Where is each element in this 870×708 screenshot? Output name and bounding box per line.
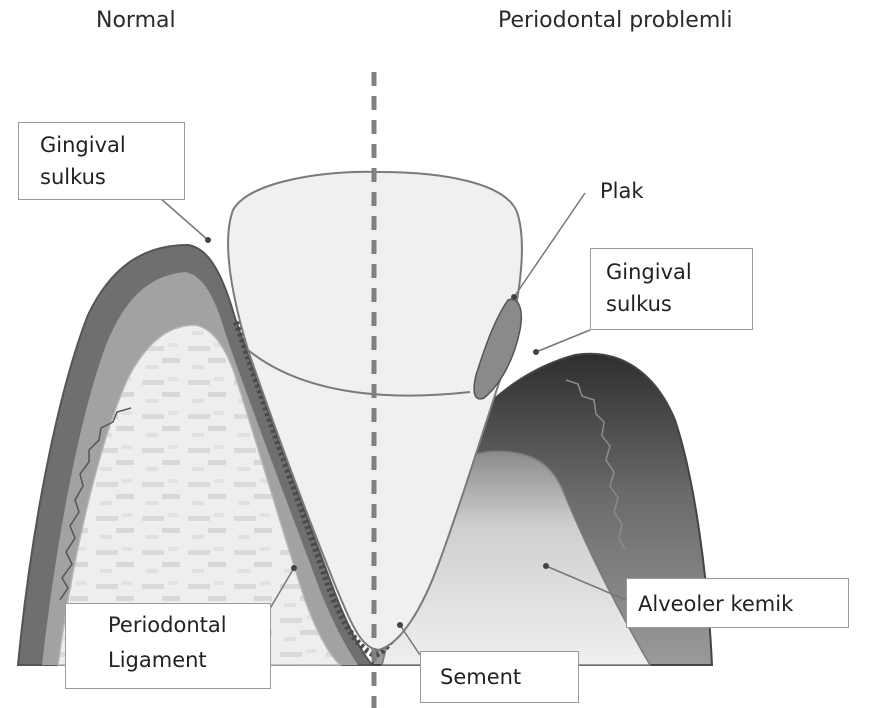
label-alveoler-kemik: Alveoler kemik: [638, 589, 793, 619]
leader-gingival-left-dot: [205, 237, 211, 243]
label-gingival-right-line2: sulkus: [606, 289, 672, 319]
leader-periodontal-dot: [291, 565, 297, 571]
label-periodontal-line2: Ligament: [108, 645, 207, 675]
label-periodontal-line1: Periodontal: [108, 610, 227, 640]
label-gingival-right-line1: Gingival: [606, 257, 692, 287]
leader-alveoler-dot: [543, 563, 549, 569]
label-sement: Sement: [440, 662, 521, 692]
label-gingival-left-line2: sulkus: [40, 162, 106, 192]
leader-gingival-left: [160, 198, 208, 240]
heading-periodontal-problemli: Periodontal problemli: [498, 8, 732, 33]
leader-plak: [514, 193, 585, 297]
label-gingival-left-line1: Gingival: [40, 130, 126, 160]
label-plak: Plak: [600, 176, 644, 206]
heading-normal: Normal: [96, 8, 176, 33]
leader-gingival-right: [536, 330, 590, 352]
leader-gingival-right-dot: [533, 349, 539, 355]
leader-plak-dot: [511, 294, 517, 300]
leader-sement-dot: [397, 622, 403, 628]
